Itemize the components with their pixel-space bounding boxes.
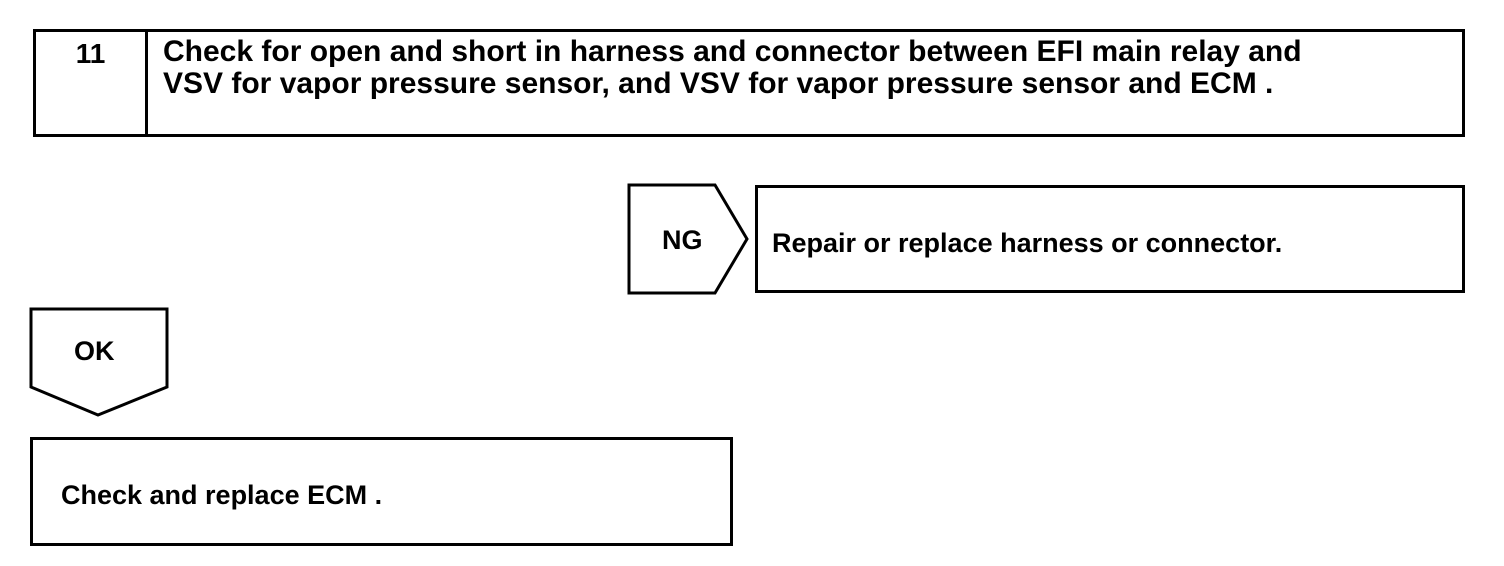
ok-action-box: Check and replace ECM . [30,437,733,546]
step-box: 11 Check for open and short in harness a… [33,29,1465,137]
ok-arrow-tag [29,307,169,417]
ng-label: NG [662,225,703,255]
step-title: Check for open and short in harness and … [163,36,1442,100]
ng-arrow-tag [627,183,749,295]
step-title-line-1: Check for open and short in harness and … [163,35,1302,68]
step-number: 11 [36,32,148,134]
step-title-line-2: VSV for vapor pressure sensor, and VSV f… [163,67,1274,100]
ok-label: OK [74,336,115,366]
ok-action-text: Check and replace ECM . [61,480,383,510]
ng-action-text: Repair or replace harness or connector. [772,228,1283,258]
ng-action-box: Repair or replace harness or connector. [755,185,1465,293]
